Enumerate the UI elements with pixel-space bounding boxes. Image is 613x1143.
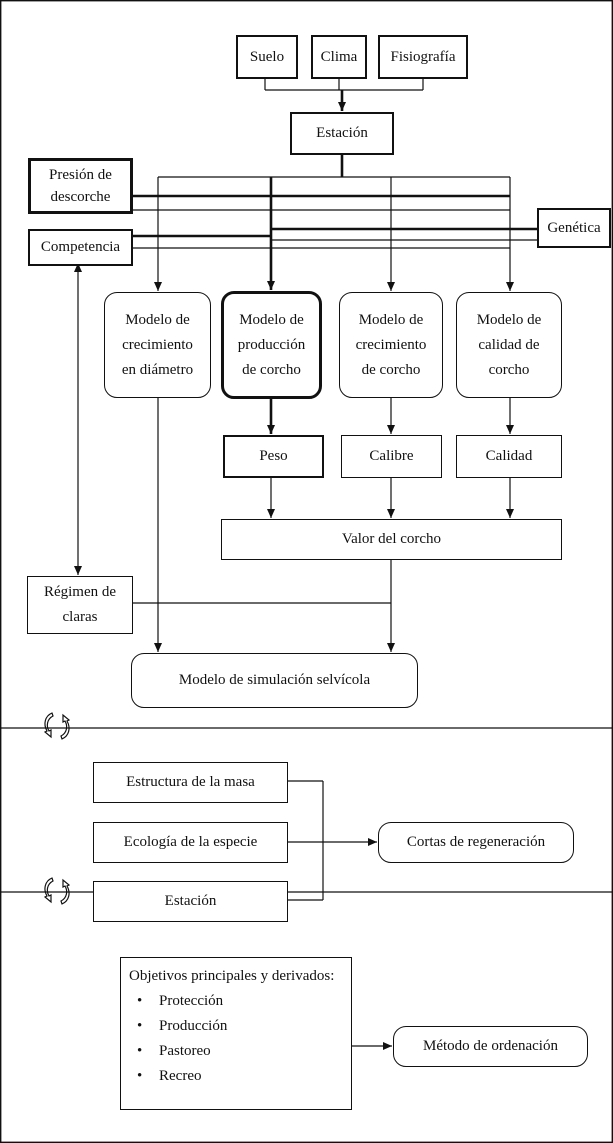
competition-box: Competencia bbox=[28, 229, 133, 266]
genetics-label: Genética bbox=[547, 219, 601, 236]
site-label: Estación bbox=[316, 125, 368, 141]
objective-item: Protección bbox=[137, 989, 343, 1014]
caliber-label: Calibre bbox=[369, 448, 414, 464]
caliber-box: Calibre bbox=[341, 435, 442, 478]
soil-box: Suelo bbox=[236, 35, 298, 79]
species-ecology-box: Ecología de la especie bbox=[93, 822, 288, 863]
cork-growth-model-box: Modelo de crecimiento de corcho bbox=[339, 292, 443, 398]
recycle-arrows-icon bbox=[43, 712, 71, 740]
climate-box: Clima bbox=[311, 35, 367, 79]
site-label-2: Estación bbox=[164, 893, 217, 909]
species-ecology-label: Ecología de la especie bbox=[123, 834, 258, 850]
cork-value-label: Valor del corcho bbox=[341, 531, 442, 547]
genetics-box: Genética bbox=[537, 208, 611, 248]
competition-label: Competencia bbox=[40, 239, 121, 255]
soil-label: Suelo bbox=[249, 48, 285, 65]
silvicultural-simulation-model-box: Modelo de simulación selvícola bbox=[131, 653, 418, 708]
physiography-box: Fisiografía bbox=[378, 35, 468, 79]
objectives-title: Objetivos principales y derivados: bbox=[129, 968, 335, 984]
cork-value-box: Valor del corcho bbox=[221, 519, 562, 560]
physiography-label: Fisiografía bbox=[390, 48, 456, 65]
weight-box: Peso bbox=[223, 435, 324, 478]
objectives-list: Protección Producción Pastoreo Recreo bbox=[129, 989, 343, 1089]
site-box: Estación bbox=[290, 112, 394, 155]
management-method-box: Método de ordenación bbox=[393, 1026, 588, 1067]
debarking-pressure-label: Presión de descorche bbox=[49, 167, 112, 205]
climate-label: Clima bbox=[320, 48, 358, 65]
stand-structure-box: Estructura de la masa bbox=[93, 762, 288, 803]
diameter-growth-model-box: Modelo de crecimiento en diámetro bbox=[104, 292, 211, 398]
thinning-regime-box: Régimen de claras bbox=[27, 576, 133, 634]
diameter-growth-model-label: Modelo de crecimiento en diámetro bbox=[121, 311, 194, 378]
quality-label: Calidad bbox=[485, 448, 533, 464]
debarking-pressure-box: Presión de descorche bbox=[28, 158, 133, 214]
quality-box: Calidad bbox=[456, 435, 562, 478]
objective-item: Pastoreo bbox=[137, 1039, 343, 1064]
objectives-box: Objetivos principales y derivados: Prote… bbox=[120, 957, 352, 1110]
cork-production-model-box: Modelo de producción de corcho bbox=[221, 291, 322, 399]
weight-label: Peso bbox=[259, 448, 288, 464]
recycle-arrows-icon bbox=[43, 877, 71, 905]
regeneration-cuttings-label: Cortas de regeneración bbox=[406, 834, 546, 850]
thinning-regime-label: Régimen de claras bbox=[43, 584, 117, 625]
site-box-2: Estación bbox=[93, 881, 288, 922]
management-method-label: Método de ordenación bbox=[423, 1038, 558, 1054]
stand-structure-label: Estructura de la masa bbox=[126, 774, 255, 790]
silvicultural-simulation-model-label: Modelo de simulación selvícola bbox=[178, 672, 371, 688]
cork-growth-model-label: Modelo de crecimiento de corcho bbox=[355, 311, 427, 378]
cork-quality-model-label: Modelo de calidad de corcho bbox=[476, 311, 542, 378]
regeneration-cuttings-box: Cortas de regeneración bbox=[378, 822, 574, 863]
objective-item: Recreo bbox=[137, 1064, 343, 1089]
cork-quality-model-box: Modelo de calidad de corcho bbox=[456, 292, 562, 398]
cork-production-model-label: Modelo de producción de corcho bbox=[237, 311, 306, 378]
objective-item: Producción bbox=[137, 1014, 343, 1039]
